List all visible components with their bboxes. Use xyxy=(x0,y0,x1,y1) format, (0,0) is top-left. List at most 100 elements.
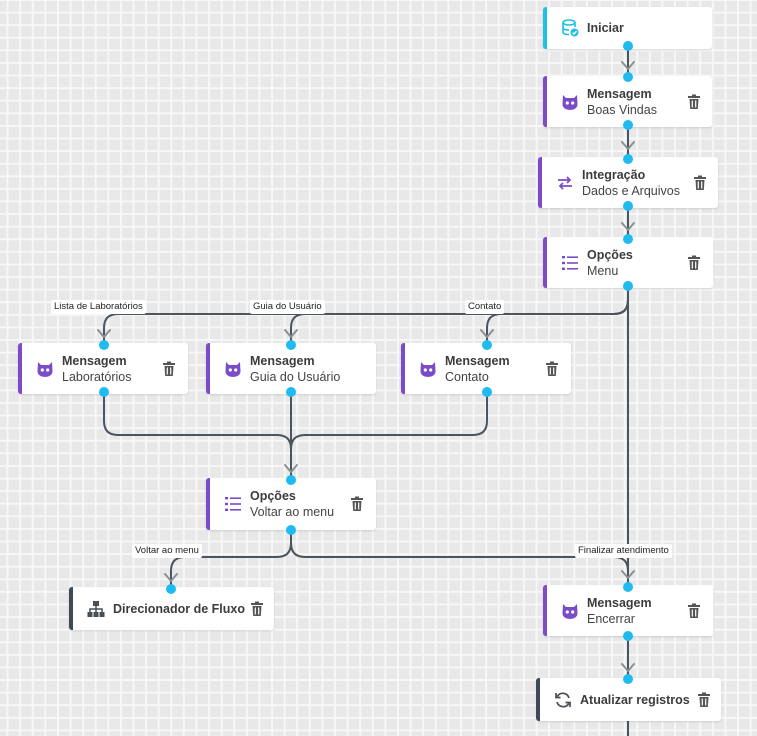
port-out-mensagem-laboratorios[interactable] xyxy=(99,387,109,397)
arrow-head xyxy=(97,329,111,338)
node-title: Iniciar xyxy=(587,21,624,35)
port-in-mensagem-encerrar[interactable] xyxy=(623,582,633,592)
list-icon xyxy=(559,252,581,274)
node-title: Mensagem xyxy=(445,353,510,368)
node-subtitle: Laboratórios xyxy=(62,369,132,384)
port-in-opcoes-menu[interactable] xyxy=(623,234,633,244)
node-direcionador-fluxo[interactable]: Direcionador de Fluxo xyxy=(69,587,274,630)
node-subtitle: Contato xyxy=(445,369,489,384)
trash-icon[interactable] xyxy=(697,692,711,708)
bot-icon xyxy=(417,358,439,380)
edge-laboratorios-voltar xyxy=(103,392,292,478)
node-title: Mensagem xyxy=(587,595,652,610)
node-label: Direcionador de Fluxo xyxy=(113,601,245,617)
port-in-mensagem-boas-vindas[interactable] xyxy=(623,72,633,82)
node-title: Integração xyxy=(582,167,646,182)
refresh-icon xyxy=(552,689,574,711)
edge-voltar-direcionador xyxy=(170,530,292,587)
node-title: Mensagem xyxy=(62,353,127,368)
port-out-mensagem-encerrar[interactable] xyxy=(623,631,633,641)
trash-icon[interactable] xyxy=(693,175,707,191)
arrow-head xyxy=(284,329,298,338)
port-out-opcoes-voltar[interactable] xyxy=(286,525,296,535)
edge-opcoes-contato xyxy=(486,286,629,343)
trash-icon[interactable] xyxy=(687,94,701,110)
node-title: Direcionador de Fluxo xyxy=(113,601,245,616)
edge-label-lista-laboratorios: Lista de Laboratórios xyxy=(51,300,146,314)
port-out-iniciar[interactable] xyxy=(623,41,633,51)
bot-icon xyxy=(559,91,581,113)
node-subtitle: Voltar ao menu xyxy=(250,505,335,519)
arrow-head xyxy=(621,141,635,150)
node-label: Iniciar xyxy=(587,20,624,36)
node-subtitle: Menu xyxy=(587,263,619,278)
bot-icon xyxy=(559,600,581,622)
trash-icon[interactable] xyxy=(250,601,264,617)
node-title: Mensagem xyxy=(587,86,652,101)
database-check-icon xyxy=(559,17,581,39)
edge-label-finalizar-atendimento: Finalizar atendimento xyxy=(575,544,672,558)
trash-icon[interactable] xyxy=(350,496,364,512)
port-in-atualizar[interactable] xyxy=(623,674,633,684)
node-subtitle: Boas Vindas xyxy=(587,102,657,117)
node-title: Opções xyxy=(587,247,633,262)
arrow-head xyxy=(621,570,635,579)
node-subtitle: Guia do Usuário xyxy=(250,369,341,384)
arrow-head xyxy=(284,464,298,473)
trash-icon[interactable] xyxy=(687,255,701,271)
edge-label-guia-usuario: Guia do Usuário xyxy=(250,300,325,314)
node-label: Atualizar registros xyxy=(580,692,690,708)
port-out-mensagem-guia[interactable] xyxy=(286,387,296,397)
node-title: Mensagem xyxy=(250,353,315,368)
port-in-mensagem-laboratorios[interactable] xyxy=(99,340,109,350)
node-subtitle: Dados e Arquivos xyxy=(582,183,680,198)
port-in-direcionador[interactable] xyxy=(166,584,176,594)
port-in-integracao[interactable] xyxy=(623,154,633,164)
arrow-head xyxy=(164,573,178,582)
node-subtitle: Encerrar xyxy=(587,611,635,626)
port-in-opcoes-voltar[interactable] xyxy=(286,475,296,485)
sitemap-icon xyxy=(85,598,107,620)
port-out-opcoes-menu[interactable] xyxy=(623,281,633,291)
trash-icon[interactable] xyxy=(687,603,701,619)
arrow-head xyxy=(621,663,635,672)
trash-icon[interactable] xyxy=(162,361,176,377)
port-in-mensagem-contato[interactable] xyxy=(482,340,492,350)
edge-label-voltar-menu: Voltar ao menu xyxy=(132,544,202,558)
edge-voltar-encerrar xyxy=(290,530,629,584)
bot-icon xyxy=(222,358,244,380)
port-in-mensagem-guia[interactable] xyxy=(286,340,296,350)
arrows-exchange-icon xyxy=(554,172,576,194)
port-out-mensagem-boas-vindas[interactable] xyxy=(623,120,633,130)
node-title: Opções xyxy=(250,489,296,503)
arrow-head xyxy=(621,222,635,231)
node-atualizar-registros[interactable]: Atualizar registros xyxy=(536,678,721,721)
arrow-head xyxy=(621,61,635,70)
port-out-integracao[interactable] xyxy=(623,201,633,211)
list-icon xyxy=(222,493,244,515)
edge-contato-voltar xyxy=(290,392,488,478)
trash-icon[interactable] xyxy=(545,361,559,377)
port-out-mensagem-contato[interactable] xyxy=(482,387,492,397)
bot-icon xyxy=(34,358,56,380)
node-title: Atualizar registros xyxy=(580,692,690,707)
edge-label-contato: Contato xyxy=(465,300,505,314)
arrow-head xyxy=(480,329,494,338)
